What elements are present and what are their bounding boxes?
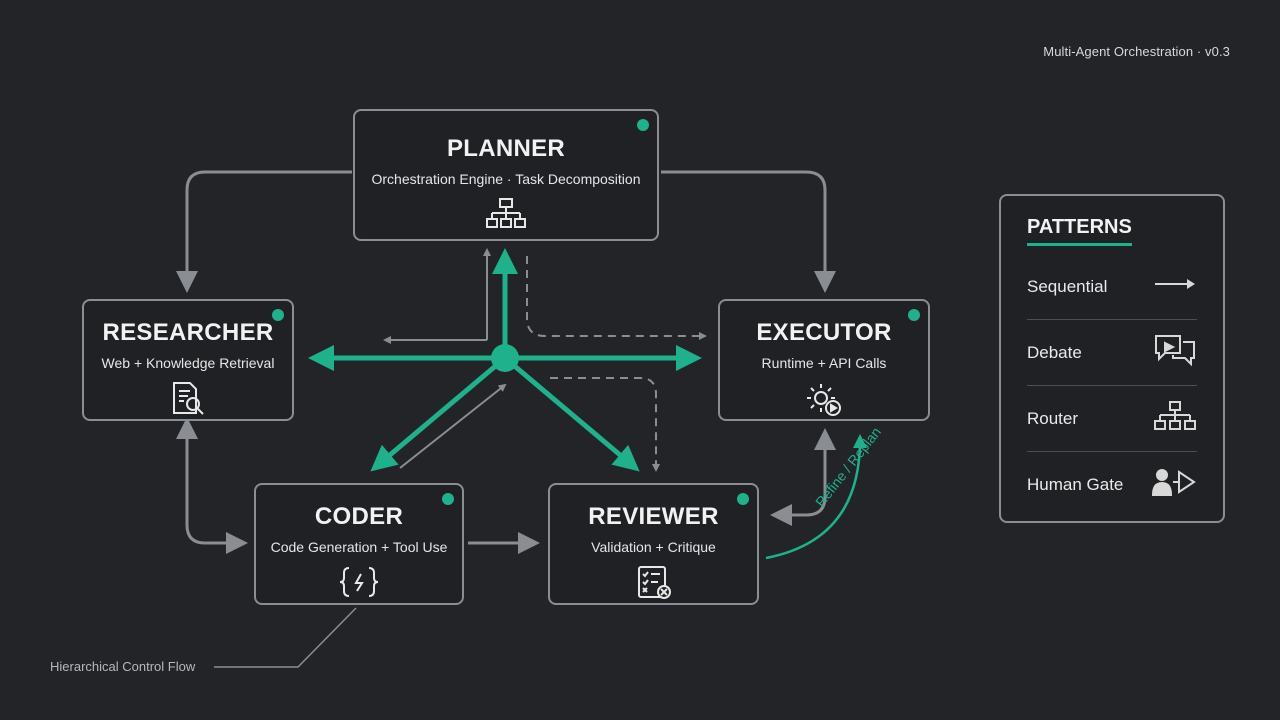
planner-node[interactable]: PLANNER Orchestration Engine · Task Deco… [353,109,659,241]
edge-refine-replan [765,434,867,560]
pattern-item-router[interactable]: Router [1027,386,1197,452]
node-title: PLANNER [446,135,566,162]
pattern-label: Router [1027,408,1079,428]
patterns-title: PATTERNS [1027,216,1132,246]
pattern-item-human-gate[interactable]: Human Gate [1027,452,1197,517]
edge-reviewer-executor [776,428,836,517]
hierarchy-icon [355,197,657,236]
edge-researcher-coder [185,436,248,554]
gear-play-icon [720,381,928,422]
document-search-icon [84,381,292,422]
executor-node[interactable]: EXECUTOR Runtime + API Calls [718,299,930,421]
status-dot [737,493,749,505]
status-dot [272,309,284,321]
footnote-leader [214,607,357,668]
edge-dashed-hub-reviewer [550,377,660,472]
pattern-item-sequential[interactable]: Sequential [1027,254,1197,320]
orchestration-hub [491,344,519,372]
patterns-panel: PATTERNS Sequential Debate Router [999,194,1225,523]
node-subtitle: Web + Knowledge Retrieval [101,355,275,371]
node-title: REVIEWER [588,503,719,530]
coder-node[interactable]: CODER Code Generation + Tool Use [254,483,464,605]
status-dot [637,119,649,131]
status-dot [442,493,454,505]
reviewer-node[interactable]: REVIEWER Validation + Critique [548,483,759,605]
edge-planner-researcher [176,170,352,293]
node-subtitle: Code Generation + Tool Use [270,539,448,555]
node-subtitle: Validation + Critique [591,539,716,555]
status-dot [908,309,920,321]
node-title: EXECUTOR [756,319,892,346]
arrow-right-icon [1153,276,1197,297]
footnote-label: Hierarchical Control Flow [50,659,196,674]
pattern-label: Sequential [1027,276,1108,296]
code-braces-icon [256,565,462,604]
node-subtitle: Runtime + API Calls [761,355,887,371]
node-subtitle: Orchestration Engine · Task Decompositio… [371,171,641,187]
node-title: RESEARCHER [102,319,274,346]
pattern-label: Human Gate [1027,474,1124,494]
edge-planner-executor [661,170,836,293]
spoke-hub-reviewer [503,356,640,472]
user-gate-icon [1151,467,1197,502]
spoke-hub-coder [370,356,507,472]
checklist-x-icon [550,565,757,606]
pattern-label: Debate [1027,342,1082,362]
version-label: Multi-Agent Orchestration · v0.3 [1043,44,1230,59]
edge-dashed-planner-executor [526,256,707,340]
node-title: CODER [314,503,404,530]
hierarchy-icon [1153,400,1197,437]
chat-bubbles-icon [1153,333,1197,372]
researcher-node[interactable]: RESEARCHER Web + Knowledge Retrieval [82,299,294,421]
edge-return-coder-hub [399,383,507,469]
pattern-item-debate[interactable]: Debate [1027,320,1197,386]
